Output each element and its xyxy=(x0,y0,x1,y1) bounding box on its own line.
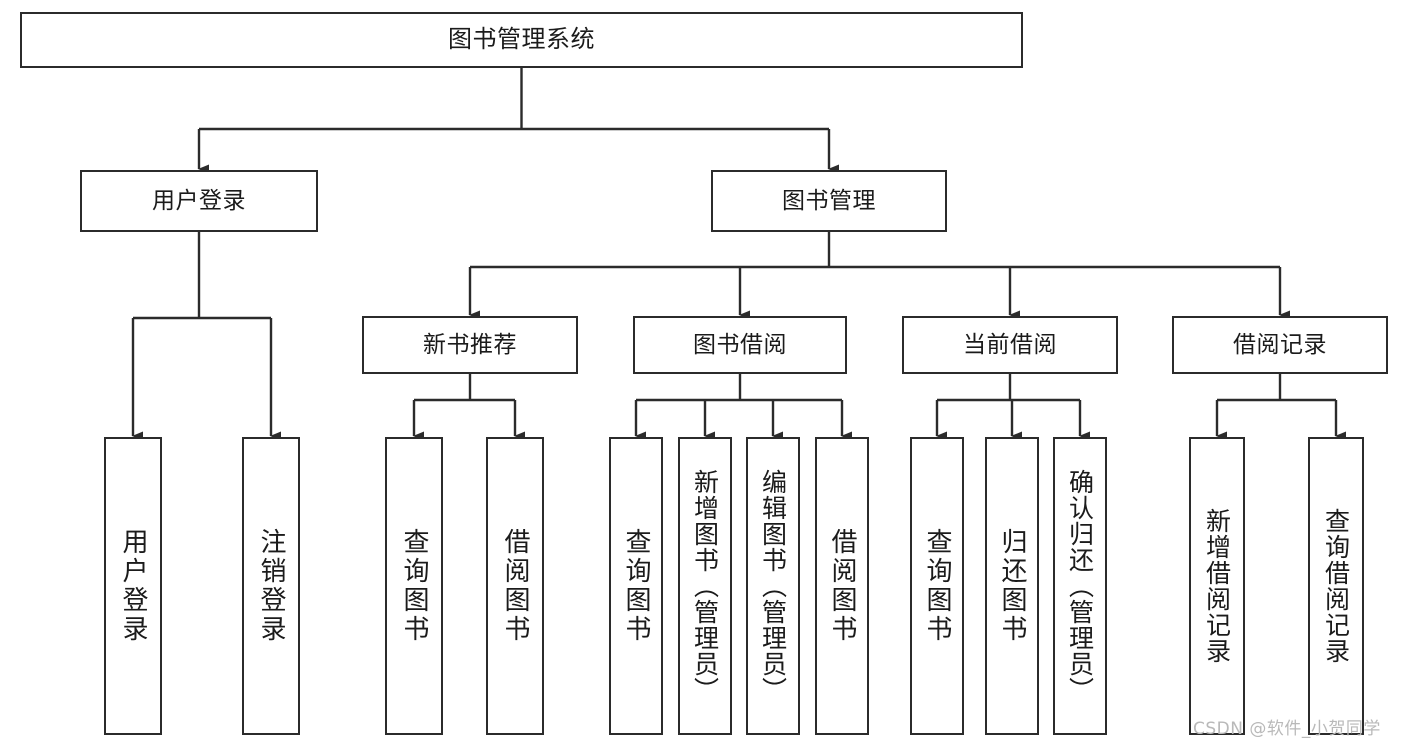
node-current-borrow[interactable]: 当前借阅 xyxy=(902,316,1118,374)
node-label: 图书借阅 xyxy=(693,331,787,358)
node-label: 借阅记录 xyxy=(1233,331,1327,358)
node-label: 用户登录 xyxy=(118,528,148,644)
node-new-book-recommend[interactable]: 新书推荐 xyxy=(362,316,578,374)
leaf-return-book[interactable]: 归还图书 xyxy=(985,437,1039,735)
node-label: 当前借阅 xyxy=(963,331,1057,358)
node-label: 新书推荐 xyxy=(423,331,517,358)
leaf-borrow-book-recommend[interactable]: 借阅图书 xyxy=(486,437,544,735)
node-label: 用户登录 xyxy=(152,187,246,214)
leaf-user-login[interactable]: 用户登录 xyxy=(104,437,162,735)
csdn-watermark: CSDN @软件_小贺同学 xyxy=(1193,719,1381,739)
node-user-login[interactable]: 用户登录 xyxy=(80,170,318,232)
node-label: 归还图书 xyxy=(997,528,1027,644)
node-label: 新增借阅记录 xyxy=(1202,508,1232,664)
node-label: 查询图书 xyxy=(922,528,952,644)
node-label: 查询图书 xyxy=(399,528,429,644)
leaf-add-book-admin[interactable]: 新增图书（管理员） xyxy=(678,437,732,735)
leaf-query-book-borrow[interactable]: 查询图书 xyxy=(609,437,663,735)
node-book-management[interactable]: 图书管理 xyxy=(711,170,947,232)
node-label: 借阅图书 xyxy=(500,528,530,644)
leaf-borrow-book[interactable]: 借阅图书 xyxy=(815,437,869,735)
leaf-query-borrow-record[interactable]: 查询借阅记录 xyxy=(1308,437,1364,735)
node-label: 查询借阅记录 xyxy=(1321,508,1351,664)
node-label: 图书管理 xyxy=(782,187,876,214)
node-label: 借阅图书 xyxy=(827,528,857,644)
leaf-query-book-recommend[interactable]: 查询图书 xyxy=(385,437,443,735)
node-label: 新增图书（管理员） xyxy=(690,469,720,703)
leaf-add-borrow-record[interactable]: 新增借阅记录 xyxy=(1189,437,1245,735)
node-label: 注销登录 xyxy=(256,528,286,644)
node-label: 图书管理系统 xyxy=(448,25,595,54)
node-book-borrow[interactable]: 图书借阅 xyxy=(633,316,847,374)
node-label: 确认归还（管理员） xyxy=(1065,469,1095,703)
node-borrow-record[interactable]: 借阅记录 xyxy=(1172,316,1388,374)
node-root[interactable]: 图书管理系统 xyxy=(20,12,1023,68)
node-label: 查询图书 xyxy=(621,528,651,644)
leaf-confirm-return-admin[interactable]: 确认归还（管理员） xyxy=(1053,437,1107,735)
leaf-logout[interactable]: 注销登录 xyxy=(242,437,300,735)
node-label: 编辑图书（管理员） xyxy=(758,469,788,703)
leaf-query-book-current[interactable]: 查询图书 xyxy=(910,437,964,735)
leaf-edit-book-admin[interactable]: 编辑图书（管理员） xyxy=(746,437,800,735)
